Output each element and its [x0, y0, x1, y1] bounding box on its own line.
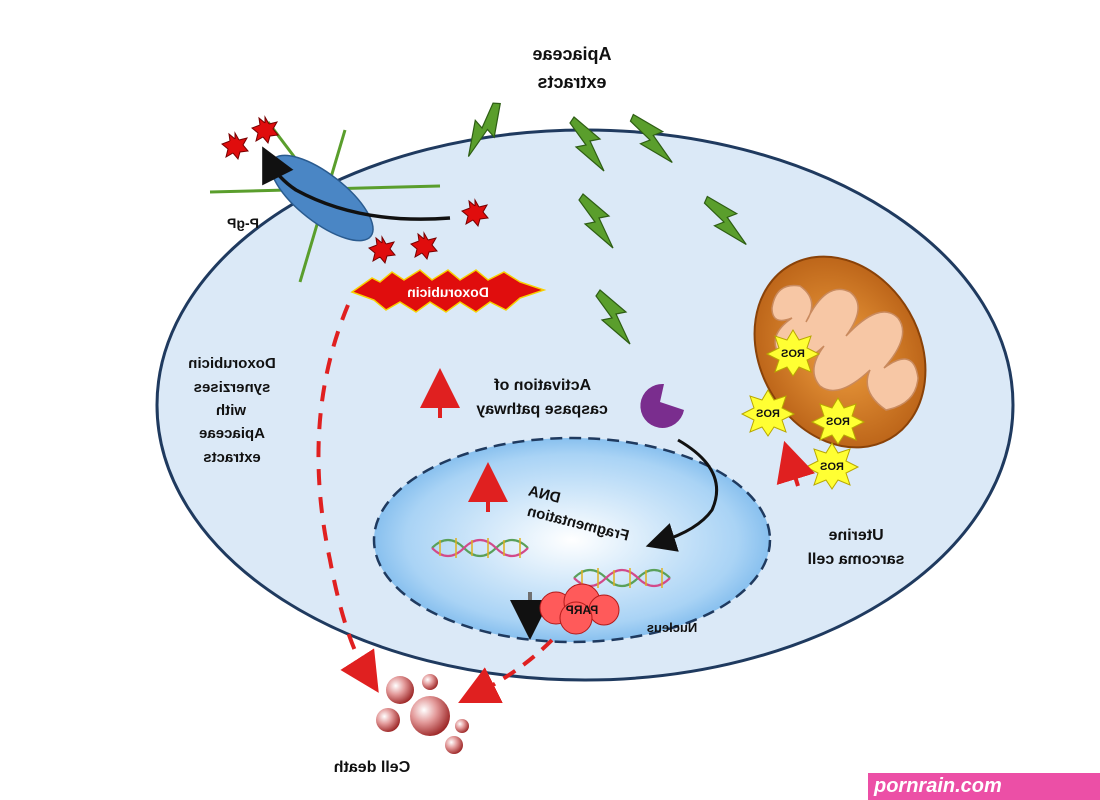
apiaceae-label-line1: Apiaceae: [532, 44, 611, 64]
cell-label-line2: sarcoma cell: [808, 551, 905, 568]
synergy-label-line4: Apiaceae: [199, 425, 265, 442]
drug-particle-2: [251, 116, 279, 144]
ros-label-1: ROS: [781, 348, 805, 360]
dna-strand-1: [431, 538, 529, 558]
pgp-label: P-gP: [227, 215, 259, 231]
caspase-icon: [640, 383, 684, 428]
doxorubicin-label: Doxorubicin: [407, 284, 489, 300]
caspase-label-line2: caspase pathway: [476, 401, 608, 418]
watermark-banner: pornrain.com: [868, 773, 1100, 800]
cell-label-line1: Uterine: [828, 527, 883, 544]
doxorubicin-death-path: [316, 304, 379, 693]
synergy-label-line5: extracts: [203, 449, 261, 466]
mitochondrion: [753, 255, 927, 449]
synergy-label-line3: with: [216, 402, 247, 419]
parp-death-path: [458, 638, 554, 703]
ros-label-3: ROS: [826, 416, 850, 428]
apoptotic-bodies: [376, 674, 469, 754]
efflux-arrow: [262, 146, 451, 221]
ros-label-4: ROS: [820, 461, 844, 473]
drug-particle-1: [221, 132, 249, 160]
cell-death-label: Cell death: [334, 759, 410, 776]
ros-label-2: ROS: [756, 408, 780, 420]
caspase-to-dna-arrow: [645, 438, 718, 552]
parp-protein: [539, 583, 620, 635]
caspase-label-line1: Activation of: [494, 377, 592, 394]
watermark-text: pornrain.com: [874, 775, 1002, 797]
pgp-transporter: [209, 121, 441, 283]
apiaceae-label-line2: extracts: [537, 72, 606, 92]
parp-label: PARP: [566, 603, 598, 617]
synergy-label-line2: synerzises: [194, 379, 271, 396]
doxorubicin-burst: [350, 269, 547, 313]
synergy-label-line1: Doxorubicin: [188, 355, 276, 372]
nucleus-label: Nucleus: [647, 620, 698, 635]
ros-increase-arrow: [776, 440, 815, 487]
